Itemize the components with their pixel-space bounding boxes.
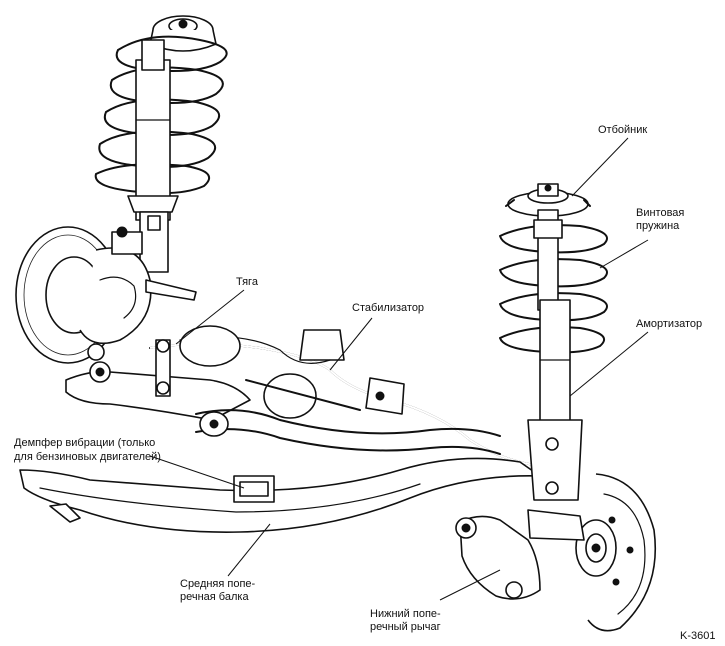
leader-lines (149, 137, 649, 601)
label-link: Тяга (236, 276, 258, 288)
left-brake-disc (15, 226, 197, 364)
label-damper-line2: для бензиновых двигателей) (14, 451, 161, 463)
label-coil-spring-line1: Винтовая (636, 207, 685, 219)
label-stabilizer: Стабилизатор (352, 302, 425, 314)
label-bump-stop: Отбойник (598, 124, 648, 136)
stabilizer-link (155, 339, 171, 397)
label-lower-arm-line1: Нижний попе- (370, 608, 441, 620)
drive-shaft (179, 325, 361, 419)
left-strut-assembly (94, 15, 228, 273)
right-lower-arm (455, 515, 541, 600)
right-brake-disc (527, 473, 657, 632)
label-lower-arm-line2: речный рычаг (370, 621, 441, 633)
label-crossmember-line1: Средняя попе- (180, 578, 256, 590)
label-coil-spring-line2: пружина (636, 220, 680, 232)
center-crossmember (19, 457, 541, 533)
center-beam (195, 409, 501, 455)
figure-code: K-3601 (680, 630, 716, 642)
label-damper-line1: Демпфер вибрации (только (14, 437, 156, 449)
label-crossmember-line2: речная балка (180, 591, 249, 603)
right-strut-assembly (499, 183, 608, 501)
label-shock-absorber: Амортизатор (636, 318, 703, 330)
